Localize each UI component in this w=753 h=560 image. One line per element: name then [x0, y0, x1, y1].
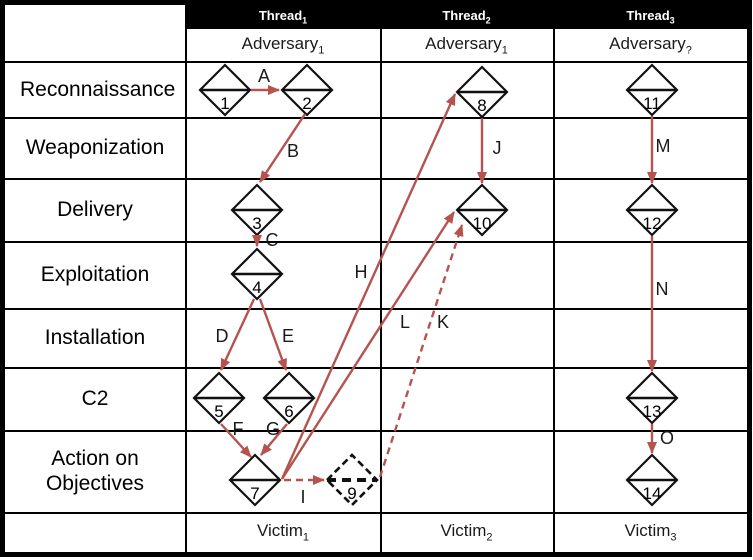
edge-L-label: L: [400, 312, 410, 332]
adversary-label-thread3: Adversary?: [609, 33, 692, 57]
thread-3-subscript: 3: [669, 15, 675, 26]
thread-3-name: Thread: [626, 7, 670, 23]
node-12-number: 12: [643, 214, 662, 233]
thread-header-bar: [185, 4, 748, 29]
grid-hline-delivery-exploit: [5, 241, 748, 243]
node-10-number: 10: [473, 214, 492, 233]
edge-E-arrow: [258, 298, 288, 371]
grid-vline-labels-thread1: [185, 4, 187, 552]
edge-L-arrow: [280, 211, 456, 480]
adversary-label-thread2: Adversary1: [425, 33, 508, 57]
node-6-number: 6: [284, 402, 293, 421]
phase-label-action-on-objectives: Action on Objectives: [45, 447, 145, 495]
edge-C-label: C: [266, 230, 279, 250]
grid-hline-adversary-recon: [5, 61, 748, 63]
phase-label-weaponization: Weaponization: [25, 136, 165, 159]
node-4-number: 4: [252, 278, 261, 297]
edge-K-arrow: [378, 224, 464, 478]
node-9-number: 9: [347, 484, 356, 503]
thread-1-header: Thread1: [186, 4, 380, 29]
phase-label-reconnaissance: Reconnaissance: [20, 77, 176, 101]
grid-hline-c2-action: [5, 430, 748, 432]
victim-label-thread2: Victim2: [440, 521, 493, 544]
phase-label-installation: Installation: [44, 326, 146, 349]
grid-hline-recon-weapon: [5, 117, 748, 119]
node-1-number: 1: [220, 94, 229, 113]
grid-hline-install-c2: [5, 367, 748, 369]
node-7-number: 7: [250, 484, 259, 503]
node-3-number: 3: [252, 214, 261, 233]
edge-H-arrow: [280, 93, 457, 480]
edge-E-label: E: [282, 326, 294, 346]
phase-label-c2: C2: [81, 387, 109, 410]
phase-label-exploitation: Exploitation: [40, 263, 150, 286]
edge-M-label: M: [656, 136, 671, 156]
edge-N-label: N: [656, 279, 669, 299]
node-2-number: 2: [302, 94, 311, 113]
phase-label-delivery: Delivery: [57, 198, 133, 221]
edge-F-label: F: [233, 419, 244, 439]
grid-vline-thread1-thread2: [380, 29, 382, 552]
thread-2-header: Thread2: [380, 4, 553, 29]
edge-F-arrow: [220, 423, 252, 458]
victim-label-thread3: Victim3: [624, 521, 677, 544]
edge-B-label: B: [287, 141, 299, 161]
thread-2-subscript: 2: [485, 15, 491, 26]
thread-3-header: Thread3: [553, 4, 748, 29]
node-8-number: 8: [477, 96, 486, 115]
node-14-number: 14: [643, 484, 662, 503]
node-11-number: 11: [643, 94, 661, 113]
edge-D-arrow: [219, 298, 256, 371]
edge-G-arrow: [260, 423, 288, 456]
edge-H-label: H: [355, 262, 368, 282]
adversary-label-thread1: Adversary1: [241, 33, 325, 57]
edge-J-label: J: [493, 138, 502, 158]
grid-hline-action-victim: [5, 512, 748, 514]
grid-vline-thread2-thread3: [553, 29, 555, 552]
node-13-number: 13: [643, 402, 662, 421]
grid-hline-weapon-delivery: [5, 178, 748, 180]
edge-O-label: O: [660, 428, 674, 448]
edge-A-label: A: [258, 66, 270, 86]
thread-2-name: Thread: [442, 7, 486, 23]
edge-B-arrow: [258, 113, 307, 183]
node-5-number: 5: [214, 402, 223, 421]
grid-hline-exploit-install: [5, 308, 748, 310]
edge-G-label: G: [266, 419, 280, 439]
thread-1-subscript: 1: [302, 15, 308, 26]
edge-D-label: D: [216, 326, 229, 346]
victim-label-thread1: Victim1: [256, 521, 310, 544]
thread-1-name: Thread: [258, 7, 303, 23]
edge-I-label: I: [300, 487, 305, 507]
edge-K-label: K: [437, 312, 449, 332]
